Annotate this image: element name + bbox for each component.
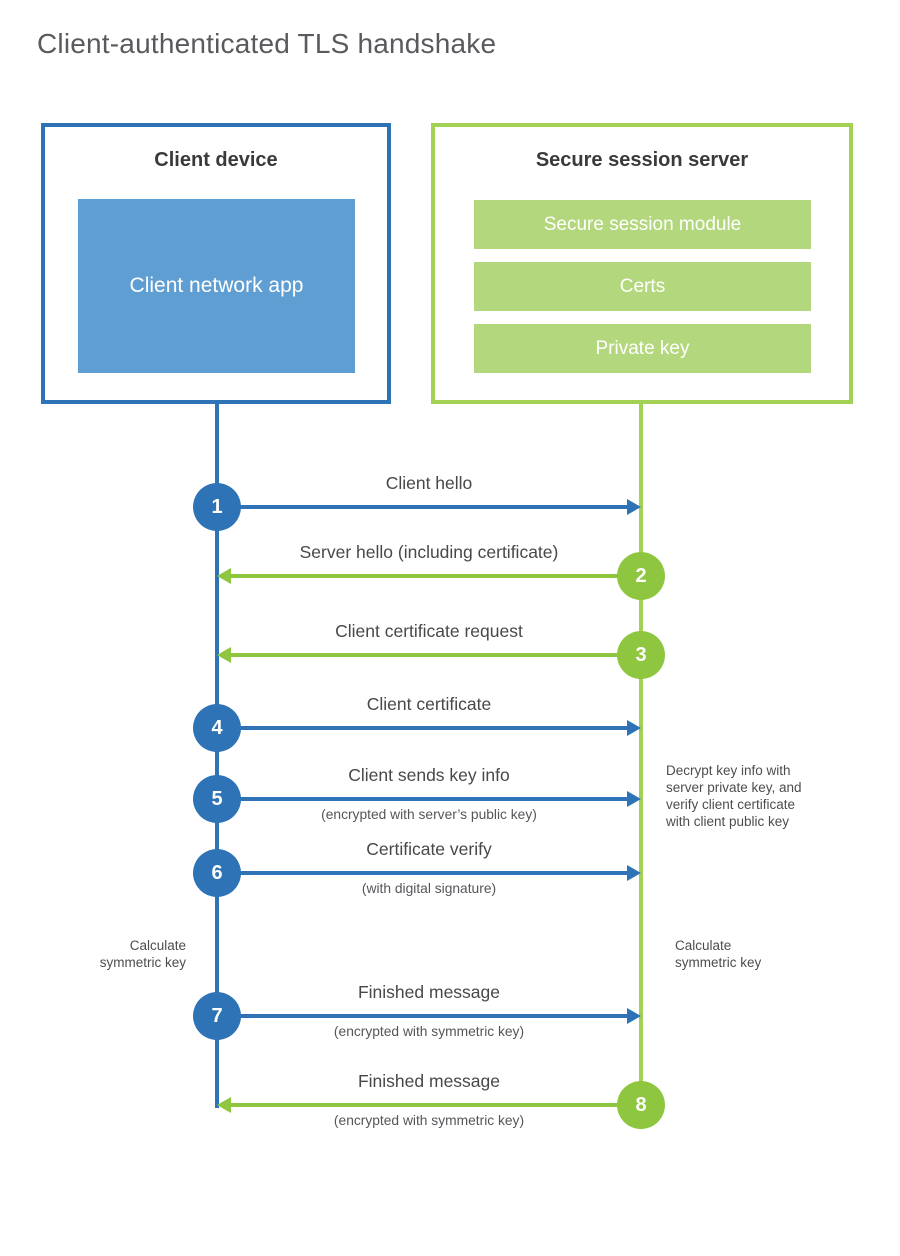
message-arrow-shaft xyxy=(217,871,627,875)
message-sublabel: (encrypted with symmetric key) xyxy=(333,1024,525,1039)
calculate-symmetric-key-note-right: Calculate symmetric key xyxy=(675,938,762,970)
decrypt-note: Decrypt key info with server private key… xyxy=(666,763,802,829)
step-circle: 8 xyxy=(617,1081,665,1129)
arrow-left-icon xyxy=(217,647,231,663)
message-label: Client sends key info xyxy=(348,765,510,785)
message-label: Client certificate xyxy=(366,694,492,714)
step-circle: 4 xyxy=(193,704,241,752)
server-certs-bar: Certs xyxy=(474,262,811,311)
calculate-symmetric-key-note-left: Calculate symmetric key xyxy=(99,938,186,970)
arrow-right-icon xyxy=(627,499,641,515)
step-circle: 6 xyxy=(193,849,241,897)
client-network-app-label: Client network app xyxy=(129,273,304,297)
server-private-key-bar: Private key xyxy=(474,324,811,373)
secure-session-server-title: Secure session server xyxy=(535,149,749,171)
message-arrow-shaft xyxy=(217,797,627,801)
message-label: Client certificate request xyxy=(335,621,523,641)
step-circle: 5 xyxy=(193,775,241,823)
message-sublabel: (encrypted with symmetric key) xyxy=(333,1113,525,1128)
message-label: Finished message xyxy=(357,1071,501,1091)
message-label: Client hello xyxy=(385,473,473,493)
client-lifeline xyxy=(215,404,219,1108)
arrow-right-icon xyxy=(627,720,641,736)
step-circle: 7 xyxy=(193,992,241,1040)
server-lifeline xyxy=(639,404,643,1108)
client-network-app-box: Client network app xyxy=(78,199,355,373)
arrow-left-icon xyxy=(217,568,231,584)
arrow-left-icon xyxy=(217,1097,231,1113)
server-module-bar: Secure session module xyxy=(474,200,811,249)
step-circle: 3 xyxy=(617,631,665,679)
message-label: Server hello (including certificate) xyxy=(299,542,559,562)
message-arrow-shaft xyxy=(231,1103,641,1107)
arrow-right-icon xyxy=(627,1008,641,1024)
message-label: Finished message xyxy=(357,982,501,1002)
step-circle: 2 xyxy=(617,552,665,600)
message-label: Certificate verify xyxy=(366,839,492,859)
message-sublabel: (encrypted with server’s public key) xyxy=(321,807,537,822)
arrow-right-icon xyxy=(627,865,641,881)
message-sublabel: (with digital signature) xyxy=(361,881,497,896)
message-arrow-shaft xyxy=(217,1014,627,1018)
message-arrow-shaft xyxy=(217,505,627,509)
message-arrow-shaft xyxy=(231,653,641,657)
client-device-title: Client device xyxy=(154,149,278,171)
message-arrow-shaft xyxy=(217,726,627,730)
step-circle: 1 xyxy=(193,483,241,531)
message-arrow-shaft xyxy=(231,574,641,578)
client-device-box: Client device Client network app xyxy=(41,123,391,404)
page-title: Client-authenticated TLS handshake xyxy=(37,28,497,59)
arrow-right-icon xyxy=(627,791,641,807)
secure-session-server-box: Secure session server Secure session mod… xyxy=(431,123,853,404)
